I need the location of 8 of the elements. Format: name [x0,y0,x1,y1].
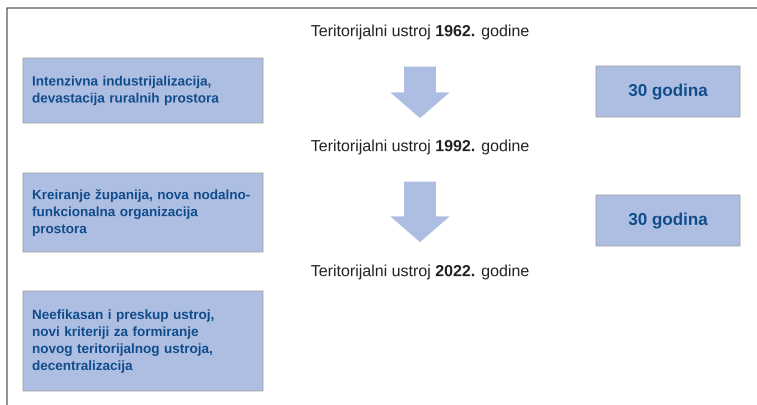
duration-box: 30 godina [596,66,740,118]
description-box: Kreiranje županija, nova nodalno-funkcionalna organizacija prostora [22,172,264,252]
heading-text: Teritorijalni ustroj 1992. godine [311,140,529,154]
description-box: Neefikasan i preskup ustroj, novi kriteriji za formiranje novog teritorijalnog ustroja, decentralizacija [22,290,264,392]
heading-text: Teritorijalni ustroj 2022. godine [311,264,529,280]
heading-text: Teritorijalni ustroj 1962. godine [311,24,529,40]
duration-box: 30 godina [596,194,740,246]
description-box: Intenzivna industrijalizacija, devastacija ruralnih prostora [22,58,264,124]
